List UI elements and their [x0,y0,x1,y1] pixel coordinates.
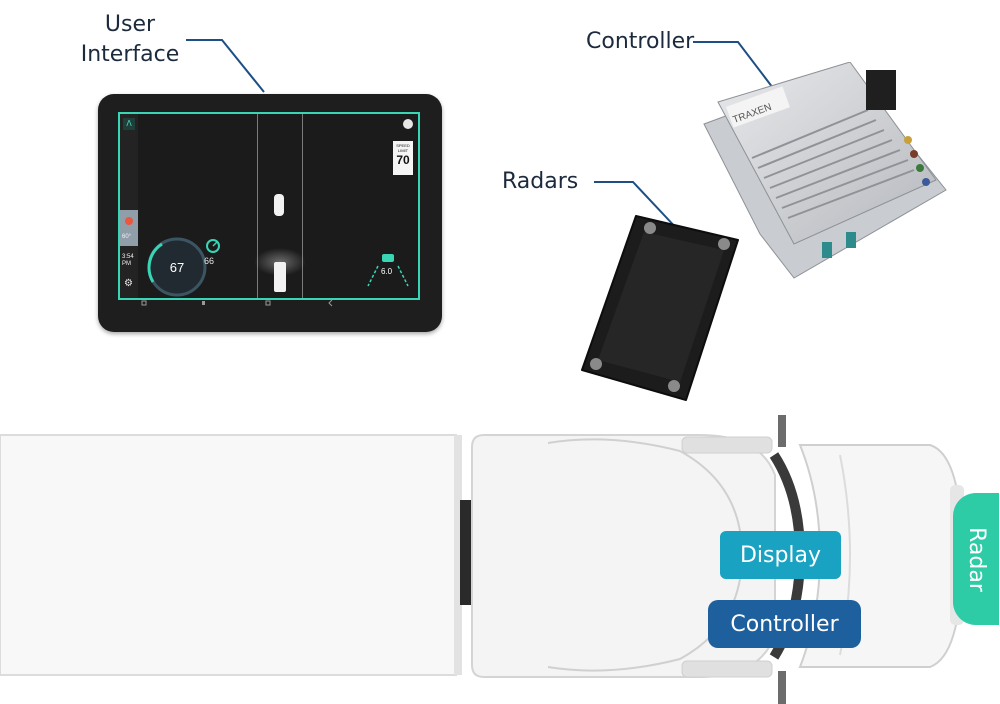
gap-lane-line [367,265,379,287]
tablet-left-panel: Λ 60° 3:54 PM ⚙ [120,114,138,298]
controller-cooling-fins [751,109,915,219]
radar-face [598,232,724,382]
controller-label: Controller [708,600,861,648]
user-interface-callout: User Interface [70,10,190,70]
speed-limit-value: 70 [396,153,410,167]
radar-label-text: Radar [963,526,989,592]
side-mirror-bottom [778,671,786,704]
side-mirror-top [778,415,786,447]
lane-line [302,114,303,298]
radar-mount-screw [668,380,680,392]
speedometer-arc [147,242,163,283]
radars-leader [594,181,681,233]
controller-label-plate [726,86,790,128]
radar-sensor-module [581,215,739,401]
app-logo-icon: Λ [123,118,135,130]
following-vehicle-icon [382,254,394,262]
set-speed-gauge-icon [206,239,220,253]
user-interface-leader [186,39,265,93]
current-speed: 67 [169,260,185,275]
set-speed-gauge-needle [212,241,218,247]
following-gap: 6.0 [381,267,393,276]
tablet-user-interface: Λ 60° 3:54 PM ⚙ [98,94,442,332]
nav-home-icon [265,300,271,306]
radar-label: Radar [953,493,999,625]
clock-time: 3:54 [122,254,134,260]
connector-port-icon [846,232,856,248]
trailer-inner-edge [454,435,462,675]
connector-port-icon [910,150,918,158]
truck-top-view [0,415,964,704]
controller-connector [866,70,896,110]
nav-back-icon [328,299,333,307]
radars-callout: Radars [502,169,579,194]
radar-mount-screw [590,358,602,370]
connector-port-icon [916,164,924,172]
connector-port-icon [922,178,930,186]
gear-icon: ⚙ [124,278,133,289]
lead-vehicle-icon [274,194,284,216]
tablet-nav-bar [141,299,333,307]
exhaust-stack-top [681,436,773,454]
clock-text: 3:54 PM [122,254,136,268]
exhaust-stack-bottom [681,660,773,678]
controller-device: TRAXEN [703,62,947,279]
weather-widget: 60° [120,210,138,246]
radar-mount-screw [644,222,656,234]
display-label: Display [720,531,841,579]
speed-limit-sign: SPEED LIMIT 70 [392,140,414,176]
controller-leader [693,41,777,93]
nav-recent-icon [141,300,147,306]
tablet-screen: Λ 60° 3:54 PM ⚙ [118,112,420,300]
radar-mount-screw [718,238,730,250]
message-icon [403,119,413,129]
nav-pause-icon [202,301,205,305]
weather-sun-icon [125,217,133,225]
user-interface-callout-line2: Interface [80,42,180,67]
connector-port-icon [822,242,832,258]
speed-limit-label: SPEED LIMIT [396,143,410,153]
set-speed: 66 [204,256,215,266]
temperature-text: 60° [122,234,132,240]
trailer [0,434,457,676]
road-scene [147,119,413,297]
connector-port-icon [904,136,912,144]
user-interface-callout-line1: User [104,12,156,37]
clock-ampm: PM [122,261,131,267]
lane-line [257,114,258,298]
ego-truck-icon [274,262,286,292]
gap-lane-line [397,265,409,287]
controller-callout: Controller [586,29,695,54]
